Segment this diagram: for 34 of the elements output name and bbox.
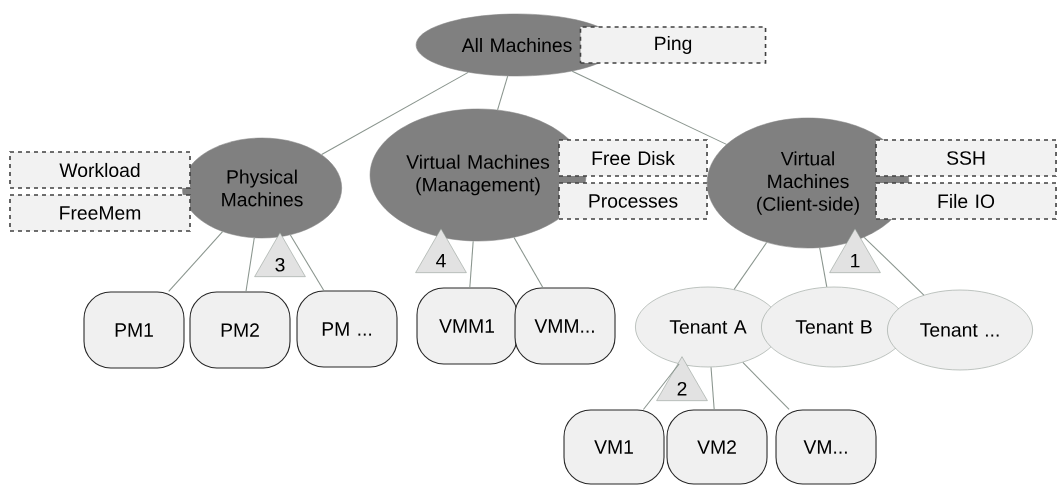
connector-line xyxy=(245,237,255,292)
rounded-box: VM1 xyxy=(563,409,665,485)
rounded-box: PM2 xyxy=(189,291,291,369)
connector-line xyxy=(469,240,474,288)
connector-line xyxy=(710,366,715,410)
rounded-box: VMM... xyxy=(514,287,616,365)
dashed-box: Workload xyxy=(9,151,191,189)
dashed-box: FreeMem xyxy=(9,194,191,232)
ellipse-node: Tenant A xyxy=(635,286,781,368)
ellipse-node: Tenant B xyxy=(761,286,907,368)
rounded-box: VM... xyxy=(775,409,877,485)
dashed-box: Processes xyxy=(558,182,708,220)
ellipse-node: Virtual Machines (Management) xyxy=(369,108,587,242)
dashed-box: Free Disk xyxy=(558,139,708,177)
connector-line xyxy=(168,231,224,292)
connector-line xyxy=(733,242,768,290)
ellipse-node: Physical Machines xyxy=(182,137,342,239)
connector-line xyxy=(289,234,325,291)
connector-line xyxy=(513,236,544,288)
rounded-box: PM1 xyxy=(83,291,185,369)
dashed-box: Ping xyxy=(579,26,767,64)
dashed-box: SSH xyxy=(875,139,1057,177)
connector-line xyxy=(742,361,790,410)
connector-line xyxy=(819,247,828,288)
connector-line xyxy=(571,70,728,145)
ellipse-node: Tenant ... xyxy=(887,289,1033,371)
connector-line xyxy=(642,363,680,410)
rounded-box: VM2 xyxy=(666,409,768,485)
connector-line xyxy=(321,71,469,156)
rounded-box: PM ... xyxy=(296,290,398,368)
dashed-box: File IO xyxy=(875,182,1057,220)
connector-line xyxy=(863,236,925,296)
connector-line xyxy=(497,75,509,111)
rounded-box: VMM1 xyxy=(416,287,518,365)
